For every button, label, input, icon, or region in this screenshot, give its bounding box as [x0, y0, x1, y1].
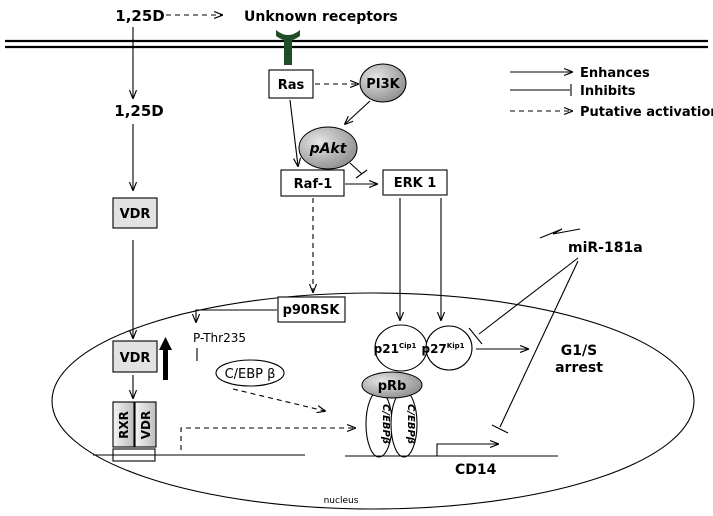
raf1-label: Raf-1 [294, 177, 333, 192]
legend-enhances-label: Enhances [580, 66, 650, 81]
prb-label: pRb [378, 379, 407, 394]
p90rsk-box: p90RSK [277, 296, 346, 323]
nucleus-ellipse [51, 292, 695, 510]
prb-node: pRb [361, 371, 423, 399]
vdr-dimer-label: VDR [139, 411, 153, 440]
mir181a-label: miR-181a [568, 240, 643, 256]
ras-label: Ras [278, 78, 305, 93]
p27-node: p27Kip1 [421, 325, 473, 371]
c-ebpb-right-node: C/EBPβ [390, 390, 418, 458]
ligand-top-label: 1,25D [115, 7, 164, 25]
cebp-beta-label: C/EBP β [225, 367, 276, 382]
vdr-upregulation-arrow-icon [159, 337, 172, 380]
legend: Enhances Inhibits Putative activation [510, 66, 713, 120]
unknown-receptors-label: Unknown receptors [244, 9, 398, 25]
receptor-icon [276, 30, 300, 65]
svg-text:p21Cip1: p21Cip1 [374, 342, 417, 356]
legend-putative-label: Putative activation [580, 105, 713, 120]
vdr-cytoplasm-label: VDR [120, 207, 151, 222]
p21-superscript: Cip1 [399, 342, 417, 350]
c-ebpb-left-label: C/EBPβ [380, 404, 391, 444]
ligand-mid-label: 1,25D [114, 102, 163, 120]
g1s-arrest-line2: arrest [555, 360, 603, 376]
p-thr235-label: P-Thr235 [193, 331, 246, 345]
mir181a-squiggle-icon [539, 228, 581, 239]
cell-membrane [5, 39, 708, 49]
vdr-nuclear-box: VDR [112, 340, 158, 373]
p27-superscript: Kip1 [447, 342, 465, 350]
pakt-label: pAkt [309, 141, 348, 157]
nucleus-label: nucleus [324, 496, 359, 506]
c-ebpb-left-node: C/EBPβ [365, 390, 393, 458]
vdr-nuclear-label: VDR [120, 351, 151, 366]
p21-node: p21Cip1 [374, 324, 428, 372]
ras-box: Ras [268, 69, 314, 99]
cebp-beta-node: C/EBP β [215, 359, 285, 387]
cd14-label: CD14 [455, 462, 497, 478]
svg-text:p27Kip1: p27Kip1 [421, 342, 464, 356]
erk1-box: ERK 1 [382, 169, 448, 196]
pakt-node: pAkt [298, 126, 358, 170]
p21-label: p21 [374, 342, 399, 356]
vdr-cytoplasm-box: VDR [112, 197, 158, 229]
pi3k-label: PI3K [366, 77, 400, 92]
p27-label: p27 [421, 342, 446, 356]
legend-inhibits-label: Inhibits [580, 84, 636, 99]
erk1-label: ERK 1 [394, 176, 437, 191]
g1s-arrest-line1: G1/S [561, 343, 597, 359]
rxr-vdr-heterodimer: RXR VDR [112, 401, 157, 448]
rxr-label: RXR [117, 411, 131, 439]
pi3k-node: PI3K [359, 63, 407, 103]
p90rsk-label: p90RSK [283, 303, 341, 318]
raf1-box: Raf-1 [280, 169, 345, 197]
c-ebpb-right-label: C/EBPβ [405, 404, 416, 444]
